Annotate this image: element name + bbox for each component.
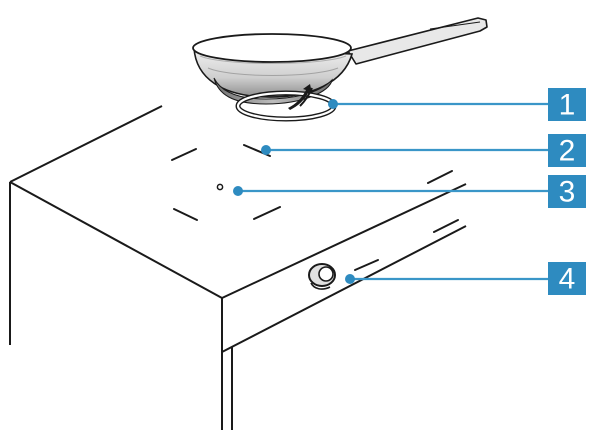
callout-label-1: 1 [559,89,576,122]
callout-dot-4 [345,274,355,284]
cooking-zone-marking [171,144,281,221]
callout-label-4: 4 [559,263,576,296]
callout-badge-4: 4 [548,262,586,296]
frying-pan [192,17,488,105]
callout-label-3: 3 [559,176,576,209]
arrow-up-icon [288,84,312,110]
worktop [9,105,467,430]
callout-dot-2 [261,145,271,155]
worktop-front-edge [9,181,223,299]
callout-dots [233,99,355,284]
control-knob [308,263,336,290]
callout-badges: 1 2 3 4 [548,88,586,296]
callout-dot-1 [328,99,338,109]
cabinet-side [221,347,233,430]
callout-dot-3 [233,186,243,196]
callout-badge-3: 3 [548,175,586,209]
worktop-top-outline [9,105,467,299]
callout-badge-2: 2 [548,134,586,168]
worktop-thickness [9,182,467,353]
second-cooking-zone-marking [354,170,459,271]
pan-handle [347,17,488,65]
zone-center-dot [216,183,224,191]
pan-rim [192,33,352,63]
callout-badge-1: 1 [548,88,586,122]
callout-lines [238,102,548,281]
callout-label-2: 2 [559,135,576,168]
